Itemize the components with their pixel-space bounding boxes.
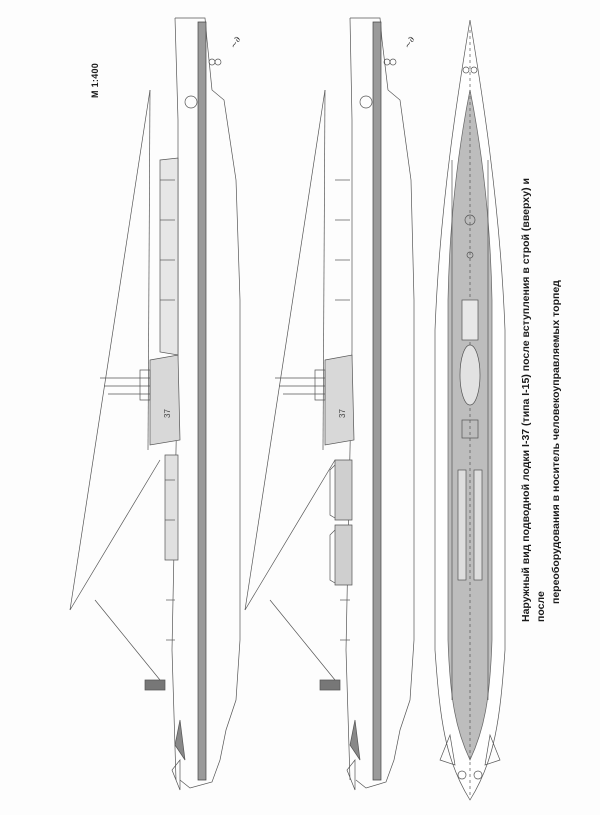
top-view: [434, 19, 506, 801]
side-view-commissioned: [69, 17, 241, 791]
caption: Наружный вид подводной лодки I-37 (типа …: [519, 152, 564, 622]
caption-line-2: переоборудования в носитель человекоупра…: [550, 280, 562, 604]
hull-number-1: 37: [163, 409, 172, 418]
side-view-refitted: [244, 17, 415, 791]
caption-line-1: Наружный вид подводной лодки I-37 (типа …: [520, 178, 547, 622]
scale-label: M 1:400: [90, 62, 100, 98]
hull-number-2: 37: [338, 409, 347, 418]
